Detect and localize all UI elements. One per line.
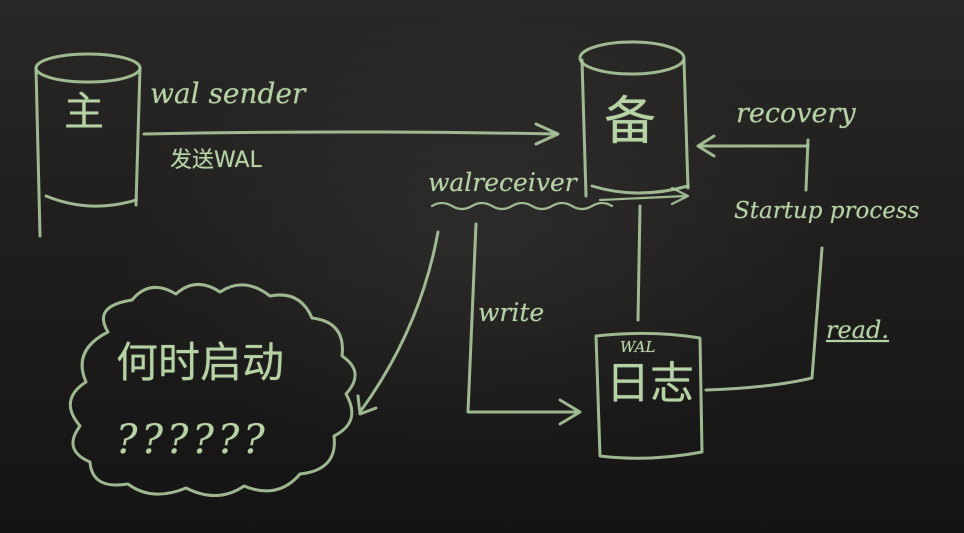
send-wal-label: 发送WAL <box>170 148 262 173</box>
standby-wal-link <box>636 204 642 322</box>
wal-log-box <box>594 331 704 460</box>
wal-log-label: 日志 <box>606 358 694 409</box>
walreceiver-arrow <box>598 186 690 206</box>
walreceiver-label: walreceiver <box>428 168 577 197</box>
standby-label: 备 <box>604 92 657 152</box>
cloud-marks: ?????? <box>116 417 269 463</box>
cloud-question: 何时启动 <box>116 338 285 387</box>
write-arrow <box>466 222 582 426</box>
startup-process-label: Startup process <box>734 198 920 224</box>
read-label: read. <box>826 316 889 344</box>
wal-log-title: WAL <box>620 338 656 356</box>
primary-label: 主 <box>64 89 104 135</box>
recovery-label: recovery <box>736 98 856 129</box>
write-label: write <box>478 298 545 327</box>
standby-cylinder <box>578 40 690 198</box>
question-cloud <box>69 283 357 498</box>
read-line <box>704 246 824 392</box>
primary-cylinder <box>34 52 142 238</box>
wal-sender-arrow <box>142 122 560 146</box>
wal-sender-label: wal sender <box>150 77 306 110</box>
cloud-link <box>356 230 440 416</box>
walreceiver-underline <box>430 201 614 211</box>
recovery-arrow <box>696 134 810 192</box>
